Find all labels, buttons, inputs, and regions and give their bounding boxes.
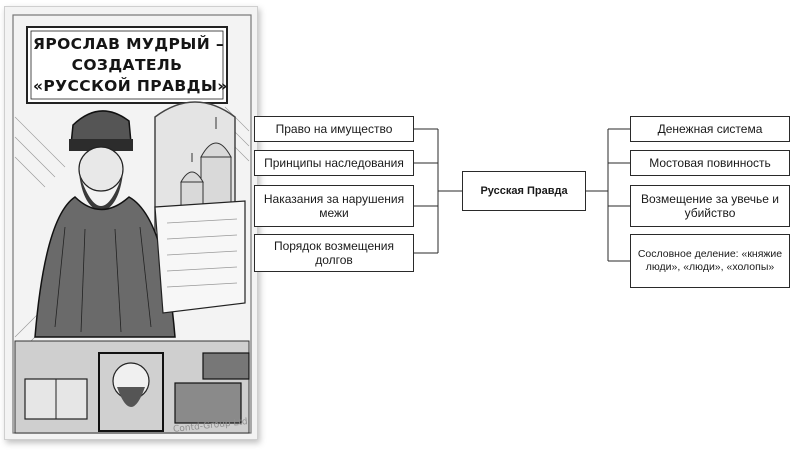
left-item-2: Принципы наследования <box>254 150 414 176</box>
right-item-1: Денежная система <box>630 116 790 142</box>
right-item-3: Возмещение за увечье и убийство <box>630 185 790 227</box>
left-item-3: Наказания за нарушения межи <box>254 185 414 227</box>
right-item-4: Сословное деление: «княжие люди», «люди»… <box>630 234 790 288</box>
headline-line: ЯРОСЛАВ МУДРЫЙ – <box>33 35 225 53</box>
illustration-headline: ЯРОСЛАВ МУДРЫЙ – СОЗДАТЕЛЬ «РУССКОЙ ПРАВ… <box>33 34 228 97</box>
right-item-2: Мостовая повинность <box>630 150 790 176</box>
headline-line: СОЗДАТЕЛЬ <box>71 56 183 74</box>
center-node: Русская Правда <box>462 171 586 211</box>
headline-line: «РУССКОЙ ПРАВДЫ» <box>33 77 228 95</box>
left-item-1: Право на имущество <box>254 116 414 142</box>
left-item-4: Порядок возмещения долгов <box>254 234 414 272</box>
yaroslav-illustration: ЯРОСЛАВ МУДРЫЙ – СОЗДАТЕЛЬ «РУССКОЙ ПРАВ… <box>4 6 258 440</box>
engraving-drawing <box>12 14 252 434</box>
